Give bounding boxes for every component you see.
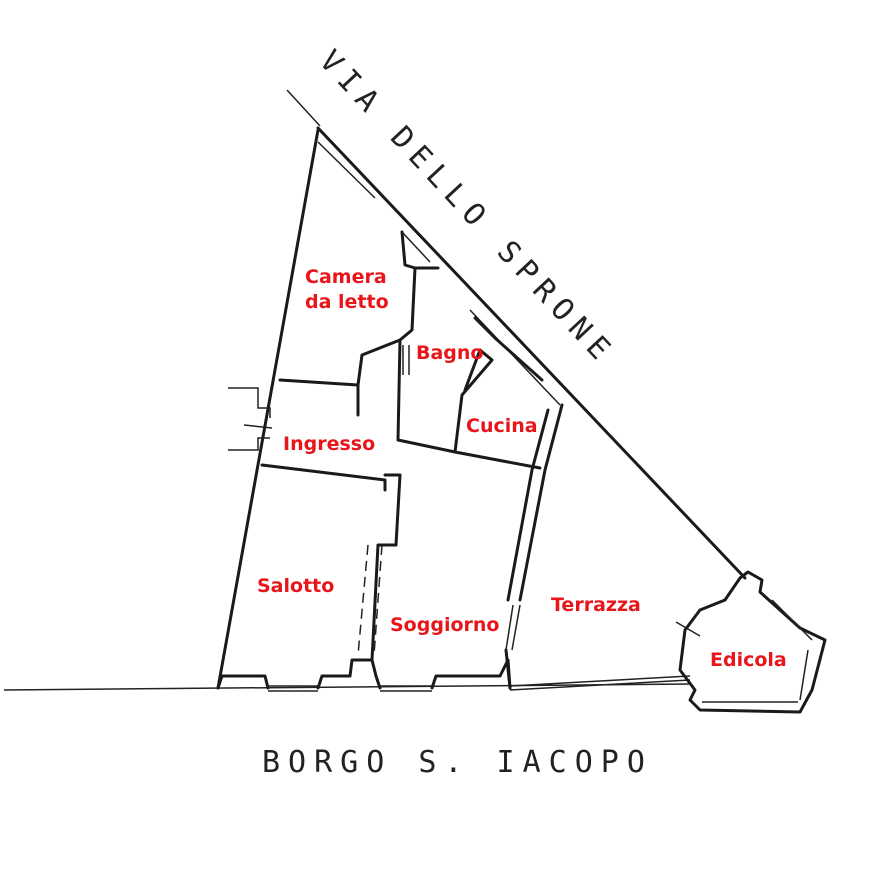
room-label-bagno: Bagno <box>416 342 483 364</box>
wall-edicola <box>678 570 827 714</box>
windows-bottom <box>268 685 432 692</box>
wall-ingresso-bottom <box>260 463 387 492</box>
wall-salotto-soggiorno <box>370 473 402 662</box>
wall-camera-door <box>356 338 402 387</box>
street-line-sprone-start <box>286 89 321 127</box>
door-terrazza <box>505 604 521 651</box>
room-label-ingresso: Ingresso <box>283 433 375 455</box>
wall-via-sprone <box>316 126 747 580</box>
wall-bagno-left <box>396 230 417 442</box>
room-label-salotto: Salotto <box>257 575 334 597</box>
terrazza-parapet <box>509 675 691 691</box>
wall-camera-ingresso <box>278 378 360 417</box>
room-label-camera: Camera <box>305 266 387 288</box>
room-label-camera-2: da letto <box>305 291 389 313</box>
wall-bagno-cucina <box>453 348 494 454</box>
street-label-via-sprone: VIA DELLO SPRONE <box>312 44 622 373</box>
wall-cucina-top <box>473 316 544 382</box>
wall-bottom <box>216 658 512 690</box>
street-line-borgo <box>3 683 691 691</box>
room-label-cucina: Cucina <box>466 415 538 437</box>
room-label-terrazza: Terrazza <box>551 594 641 616</box>
edicola-details <box>675 599 813 703</box>
room-label-soggiorno: Soggiorno <box>390 614 499 636</box>
window-bagno <box>402 345 410 375</box>
room-label-edicola: Edicola <box>710 649 787 671</box>
wall-left <box>216 128 320 690</box>
wall-terrazza <box>504 403 564 690</box>
wall-cucina-bottom <box>396 438 542 470</box>
sliding-door <box>357 544 383 656</box>
entrance-steps <box>228 387 273 451</box>
street-label-borgo-iacopo: BORGO S. IACOPO <box>262 745 653 780</box>
